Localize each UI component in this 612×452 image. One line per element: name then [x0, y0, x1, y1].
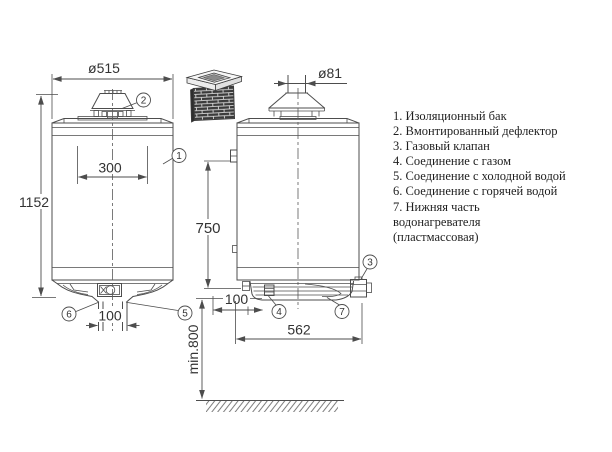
dim-front-width: ø515: [51, 60, 174, 119]
callout-2: 2: [121, 92, 151, 109]
callout-4-number: 4: [276, 307, 282, 318]
legend-line-9: (пластмассовая): [393, 229, 479, 244]
legend-line-1: 1. Изоляционный бак: [393, 109, 507, 123]
dim-height-label: 1152: [19, 194, 49, 210]
callout-7-number: 7: [339, 307, 345, 318]
dim-front-width-label: ø515: [88, 60, 120, 76]
dim-floor-clearance-label: min.800: [185, 324, 201, 374]
callout-3: 3: [360, 254, 378, 280]
callout-3-number: 3: [367, 258, 373, 269]
callout-6-number: 6: [66, 310, 72, 321]
dim-flue-diameter-label: ø81: [318, 65, 342, 81]
callout-1: 1: [162, 148, 187, 165]
side-view: [230, 75, 372, 309]
callout-5: 5: [127, 302, 193, 321]
dim-height: 1152: [17, 94, 58, 298]
callout-1-number: 1: [176, 151, 182, 162]
legend: 1. Изоляционный бак 2. Вмонтированный де…: [393, 109, 598, 245]
dim-side-height-label: 750: [195, 220, 220, 237]
dim-flue-center-label: 300: [98, 160, 122, 176]
legend-line-8: водонагревателя: [393, 214, 481, 229]
legend-line-4: 4. Соединение с газом: [393, 154, 512, 169]
callout-4: 4: [268, 295, 287, 319]
legend-line-2: 2. Вмонтированный дефлектор: [393, 124, 558, 139]
dim-floor-clearance: min.800: [185, 298, 262, 399]
dim-side-height: 750: [195, 160, 241, 289]
dim-gas-offset: 100: [212, 291, 263, 315]
dim-depth-label: 562: [287, 322, 311, 338]
dim-pipe-spacing-label: 100: [98, 308, 122, 324]
ground-hatch: [196, 399, 344, 412]
chimney-illustration: [185, 69, 244, 123]
dim-flue-diameter: ø81: [274, 65, 347, 87]
legend-line-3: 3. Газовый клапан: [393, 139, 490, 154]
callout-5-number: 5: [182, 309, 188, 320]
callout-2-number: 2: [141, 96, 147, 107]
dim-depth: 562: [235, 301, 363, 344]
legend-line-7: 7. Нижняя часть: [393, 199, 480, 214]
dim-gas-offset-label: 100: [225, 291, 249, 307]
dim-flue-center: 300: [77, 146, 148, 184]
callout-7: 7: [326, 297, 350, 319]
legend-line-6: 6. Соединение с горячей водой: [393, 184, 558, 199]
front-view: [51, 89, 174, 331]
dim-pipe-spacing: 100: [86, 308, 140, 329]
legend-line-5: 5. Соединение с холодной водой: [393, 169, 566, 184]
callout-6: 6: [61, 302, 99, 322]
